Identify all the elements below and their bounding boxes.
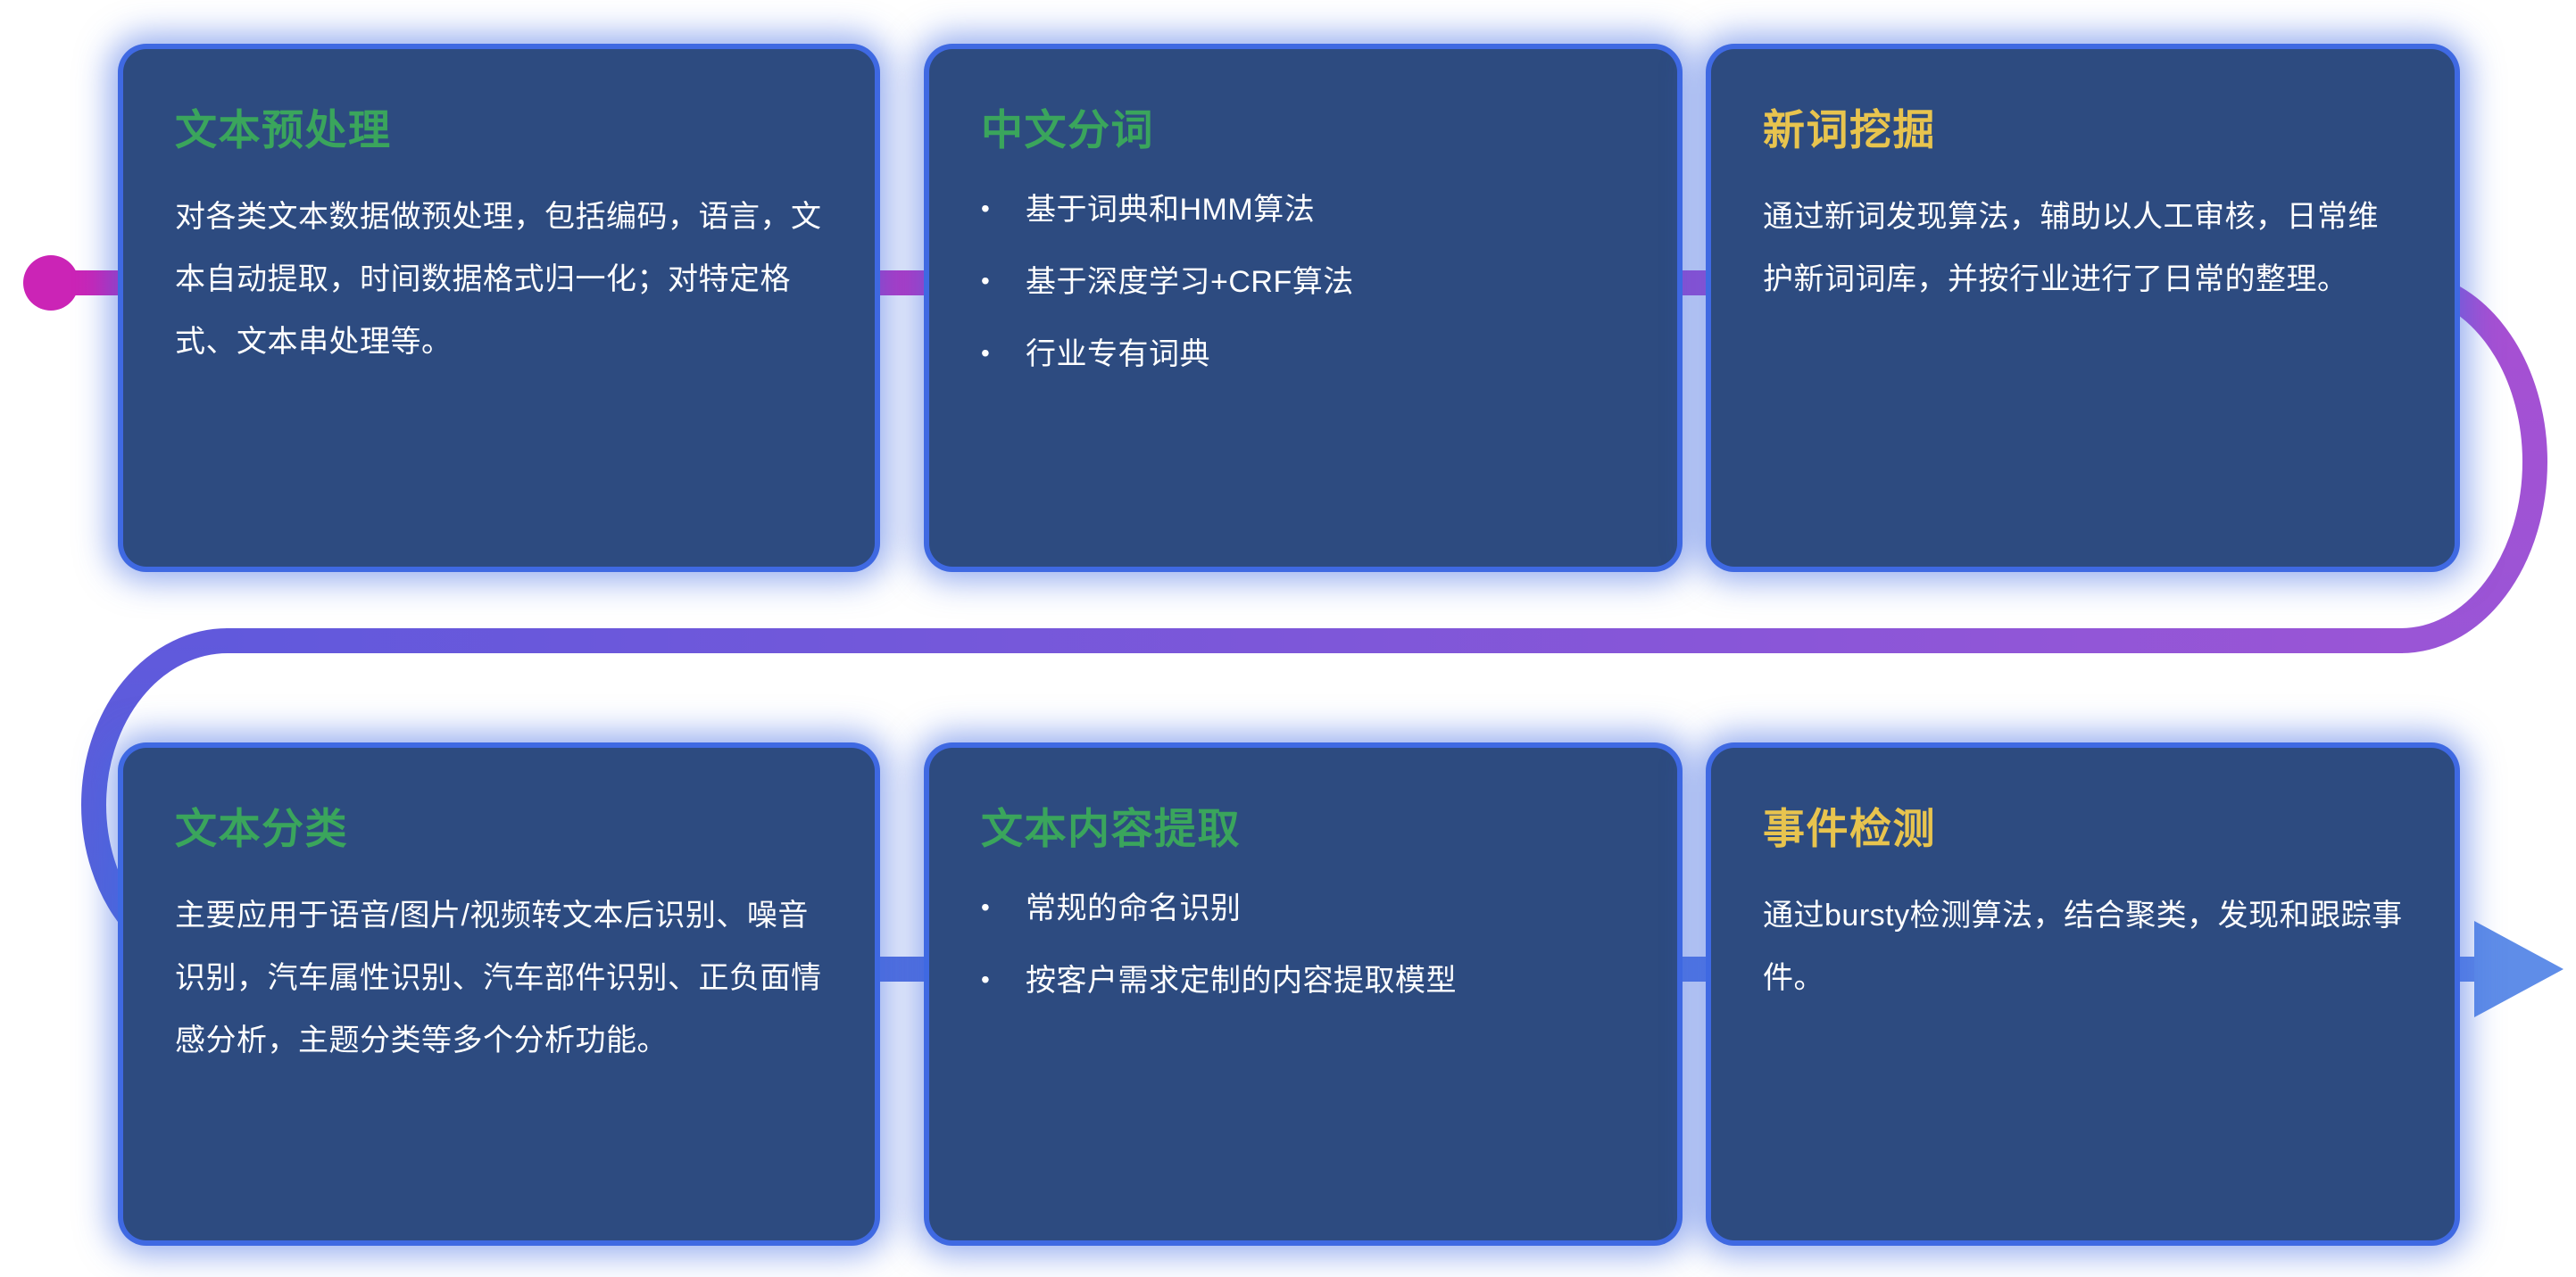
card-body-text-preprocessing: 对各类文本数据做预处理，包括编码，语言，文本自动提取，时间数据格式归一化；对特定… [175, 200, 822, 360]
list-item-text: 按客户需求定制的内容提取模型 [1026, 964, 1457, 999]
bullet-icon: • [981, 195, 991, 222]
card-title-text-classification: 文本分类 [175, 805, 348, 852]
card-title-new-word-mining: 新词挖掘 [1763, 106, 1936, 153]
list-item: • 常规的命名识别 [981, 884, 1625, 933]
list-item: • 基于深度学习+CRF算法 [981, 258, 1625, 307]
arrow-right-icon [2474, 921, 2564, 1017]
card-event-detection: 事件检测 通过bursty检测算法，结合聚类，发现和跟踪事件。 [1711, 748, 2455, 1240]
flow-curve-right [2400, 270, 2547, 653]
card-body-new-word-mining: 通过新词发现算法，辅助以人工审核，日常维护新词词库，并按行业进行了日常的整理。 [1763, 200, 2379, 297]
card-body-text-classification: 主要应用于语音/图片/视频转文本后识别、噪音识别，汽车属性识别、汽车部件识别、正… [175, 899, 822, 1058]
card-chinese-word-segmentation: 中文分词 • 基于词典和HMM算法 • 基于深度学习+CRF算法 • 行业专有词… [929, 49, 1677, 567]
bullet-icon: • [981, 267, 991, 295]
list-item-text: 基于词典和HMM算法 [1026, 193, 1316, 227]
list-item: • 基于词典和HMM算法 [981, 186, 1625, 235]
bullet-icon: • [981, 893, 991, 921]
card-title-event-detection: 事件检测 [1763, 805, 1936, 852]
feature-list: • 基于词典和HMM算法 • 基于深度学习+CRF算法 • 行业专有词典 [981, 186, 1625, 379]
list-item-text: 常规的命名识别 [1026, 891, 1242, 925]
card-title-text-content-extraction: 文本内容提取 [981, 805, 1241, 852]
bullet-icon: • [981, 966, 991, 994]
feature-list: • 常规的命名识别 • 按客户需求定制的内容提取模型 [981, 884, 1625, 1006]
card-text-preprocessing: 文本预处理 对各类文本数据做预处理，包括编码，语言，文本自动提取，时间数据格式归… [123, 49, 875, 567]
card-new-word-mining: 新词挖掘 通过新词发现算法，辅助以人工审核，日常维护新词词库，并按行业进行了日常… [1711, 49, 2455, 567]
card-text-classification: 文本分类 主要应用于语音/图片/视频转文本后识别、噪音识别，汽车属性识别、汽车部… [123, 748, 875, 1240]
card-body-event-detection: 通过bursty检测算法，结合聚类，发现和跟踪事件。 [1763, 899, 2403, 996]
card-text-content-extraction: 文本内容提取 • 常规的命名识别 • 按客户需求定制的内容提取模型 [929, 748, 1677, 1240]
card-title-chinese-word-segmentation: 中文分词 [981, 106, 1154, 153]
list-item: • 行业专有词典 [981, 330, 1625, 379]
list-item: • 按客户需求定制的内容提取模型 [981, 957, 1625, 1006]
list-item-text: 行业专有词典 [1026, 337, 1210, 372]
bullet-icon: • [981, 339, 991, 368]
card-title-text-preprocessing: 文本预处理 [175, 106, 392, 153]
flow-start-dot-icon [23, 255, 79, 311]
list-item-text: 基于深度学习+CRF算法 [1026, 265, 1354, 300]
